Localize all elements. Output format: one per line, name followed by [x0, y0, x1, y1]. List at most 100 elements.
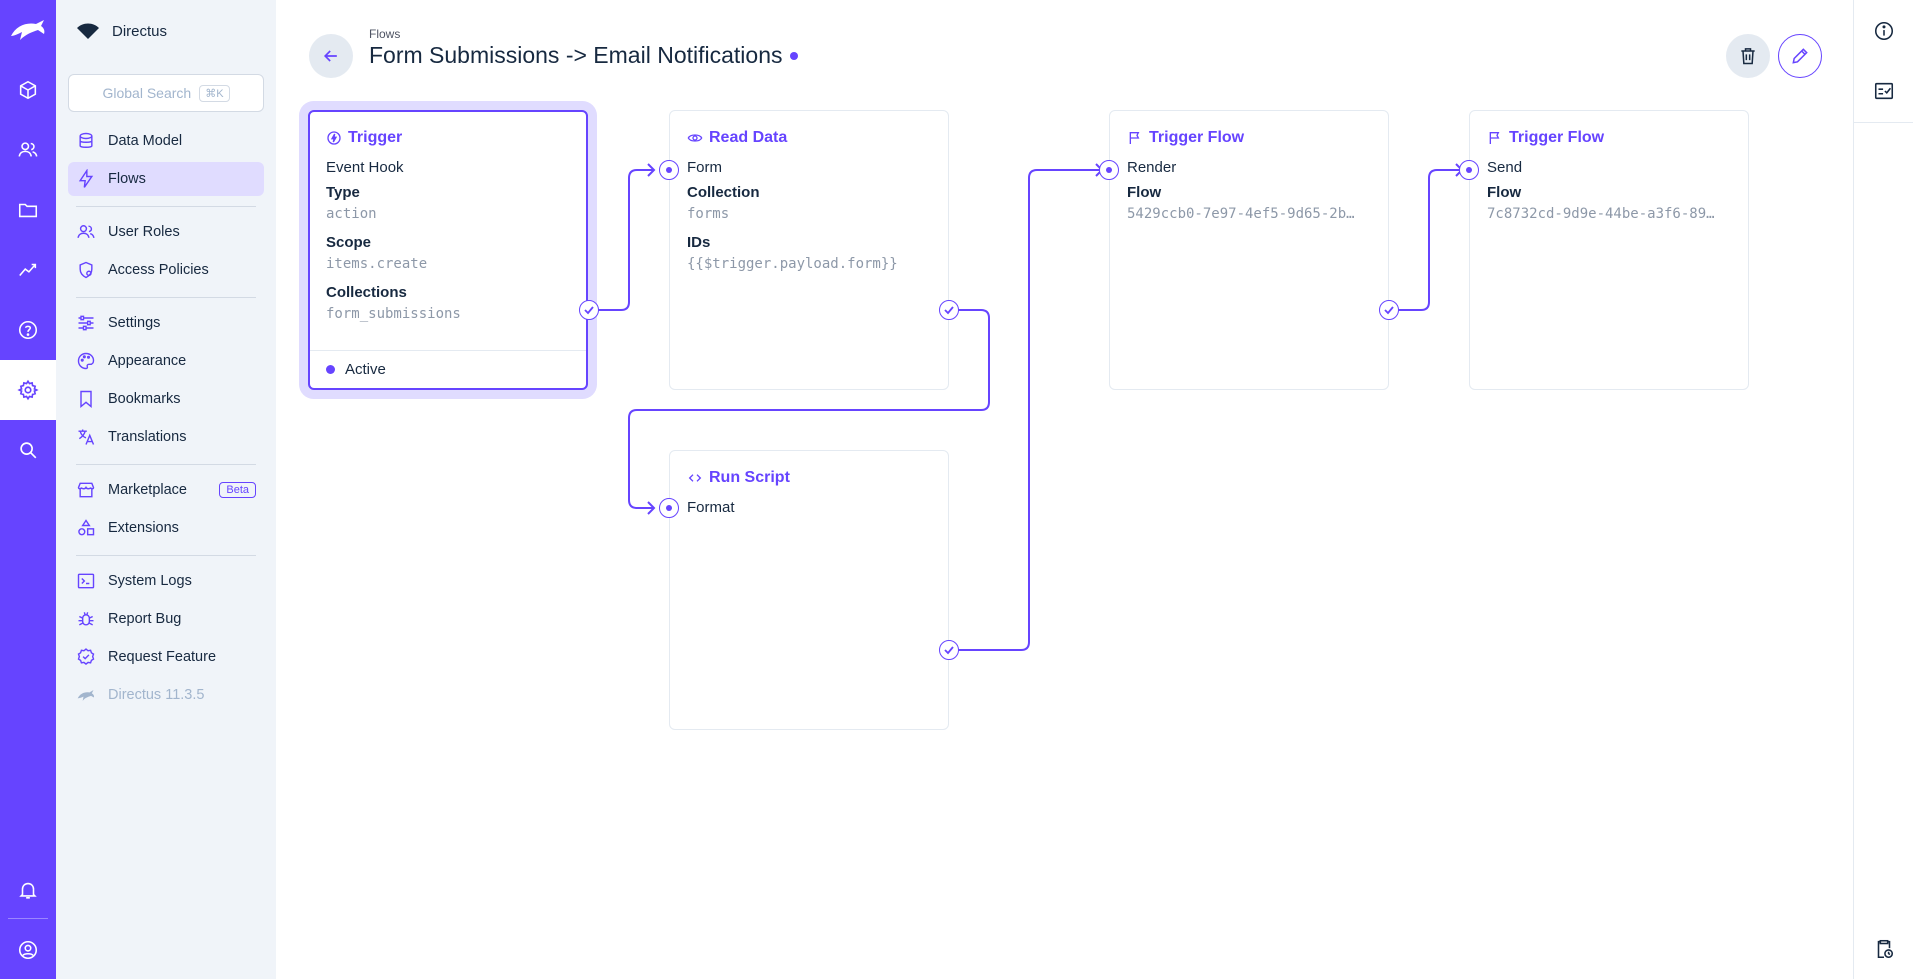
- nav-item-bookmarks[interactable]: Bookmarks: [68, 382, 264, 416]
- edit-button[interactable]: [1778, 34, 1822, 78]
- page-title: Form Submissions -> Email Notifications: [369, 42, 799, 69]
- clipboard-clock-icon[interactable]: [1854, 919, 1913, 979]
- panel-title: Trigger Flow: [1487, 127, 1731, 149]
- nav-item-label: Appearance: [108, 353, 187, 369]
- right-sidebar: [1853, 0, 1913, 979]
- field-value: form_submissions: [326, 306, 461, 322]
- back-button[interactable]: [309, 34, 353, 78]
- nav-item-version[interactable]: Directus 11.3.5: [68, 678, 264, 712]
- panel-title-text: Trigger: [348, 129, 403, 146]
- nav-item-marketplace[interactable]: Marketplace Beta: [68, 473, 264, 507]
- panel-title: Trigger Flow: [1127, 127, 1371, 149]
- field-label: Scope: [326, 234, 372, 251]
- files-module-icon[interactable]: [0, 180, 56, 240]
- connection-trigger-to-read-data: [589, 169, 654, 311]
- nav-item-flows[interactable]: Flows: [68, 162, 264, 196]
- flow-canvas[interactable]: Trigger Event Hook Type action Scope ite…: [276, 0, 1853, 979]
- unsaved-indicator: [790, 51, 799, 60]
- send-input-port[interactable]: [1459, 160, 1479, 180]
- field-value: forms: [687, 206, 730, 222]
- global-search-label: Global Search: [102, 85, 192, 101]
- nav-item-extensions[interactable]: Extensions: [68, 511, 264, 545]
- notifications-bell-icon[interactable]: [0, 860, 56, 920]
- flag-icon: [1129, 132, 1140, 144]
- search-shortcut: ⌘K: [199, 84, 230, 102]
- shield-lock-icon: [79, 261, 93, 279]
- run-script-input-port[interactable]: [659, 498, 679, 518]
- user-avatar-icon[interactable]: [0, 920, 56, 979]
- delete-button[interactable]: [1726, 34, 1770, 78]
- trigger-resolve-port-icon[interactable]: [579, 300, 599, 320]
- nav-item-request-feature[interactable]: Request Feature: [68, 640, 264, 674]
- page-title-text: Form Submissions -> Email Notifications: [369, 42, 783, 68]
- nav-item-label: Marketplace: [108, 482, 187, 498]
- render-resolve-port-icon[interactable]: [1379, 300, 1399, 320]
- nav-item-report-bug[interactable]: Report Bug: [68, 602, 264, 636]
- nav-item-data-model[interactable]: Data Model: [68, 124, 264, 158]
- nav-divider: [76, 464, 256, 465]
- info-icon[interactable]: [1854, 1, 1913, 61]
- field-label: Type: [326, 184, 360, 201]
- panel-title-text: Trigger Flow: [1509, 129, 1605, 146]
- users-module-icon[interactable]: [0, 120, 56, 180]
- nav-item-label: Access Policies: [108, 262, 209, 278]
- palette-icon: [77, 352, 95, 370]
- panel-title: Trigger: [326, 127, 570, 149]
- help-module-icon[interactable]: [0, 300, 56, 360]
- bookmark-icon: [80, 390, 92, 409]
- field-label: Collection: [687, 184, 760, 201]
- trigger-flow-send-panel[interactable]: Trigger Flow Send Flow 7c8732cd-9d9e-44b…: [1469, 110, 1749, 390]
- read-data-panel[interactable]: Read Data Form Collection forms IDs {{$t…: [669, 110, 949, 390]
- global-search-button[interactable]: Global Search ⌘K: [68, 74, 264, 112]
- nav-item-label: Extensions: [108, 520, 179, 536]
- nav-item-label: Directus 11.3.5: [108, 687, 205, 703]
- panel-name: Render: [1127, 159, 1177, 176]
- connection-render-to-send: [1389, 169, 1462, 311]
- status-row[interactable]: Active: [310, 350, 586, 388]
- run-script-resolve-port-icon[interactable]: [939, 640, 959, 660]
- terminal-icon: [77, 573, 95, 589]
- field-value: 5429ccb0-7e97-4ef5-9d65-2b…: [1127, 206, 1355, 222]
- nav-item-user-roles[interactable]: User Roles: [68, 215, 264, 249]
- verified-icon: [77, 648, 95, 665]
- trigger-flow-render-panel[interactable]: Trigger Flow Render Flow 5429ccb0-7e97-4…: [1109, 110, 1389, 390]
- insights-module-icon[interactable]: [0, 240, 56, 300]
- panel-title: Run Script: [687, 467, 931, 489]
- run-script-panel[interactable]: Run Script Format: [669, 450, 949, 730]
- content-module-icon[interactable]: [0, 60, 56, 120]
- settings-module-icon[interactable]: [0, 360, 56, 420]
- trigger-panel[interactable]: Trigger Event Hook Type action Scope ite…: [308, 110, 588, 390]
- panel-title-text: Run Script: [709, 469, 790, 486]
- field-value: {{$trigger.payload.form}}: [687, 256, 898, 272]
- field-value: 7c8732cd-9d9e-44be-a3f6-89…: [1487, 206, 1715, 222]
- search-module-icon[interactable]: [0, 420, 56, 480]
- field-value: items.create: [326, 256, 428, 272]
- directus-rabbit-icon: [77, 690, 95, 701]
- directus-logo-icon[interactable]: [0, 0, 56, 60]
- logs-checklist-icon[interactable]: [1854, 61, 1913, 121]
- nav-item-access-policies[interactable]: Access Policies: [68, 253, 264, 287]
- panel-name: Event Hook: [326, 159, 404, 176]
- field-label: Collections: [326, 284, 407, 301]
- nav-item-system-logs[interactable]: System Logs: [68, 564, 264, 598]
- project-switcher[interactable]: Directus: [56, 0, 276, 62]
- nav-item-appearance[interactable]: Appearance: [68, 344, 264, 378]
- panel-title-text: Trigger Flow: [1149, 129, 1245, 146]
- nav-item-settings[interactable]: Settings: [68, 306, 264, 340]
- bolt-icon: [78, 169, 94, 188]
- read-data-resolve-port-icon[interactable]: [939, 300, 959, 320]
- status-text: Active: [345, 361, 386, 378]
- read-data-input-port[interactable]: [659, 160, 679, 180]
- render-input-port[interactable]: [1099, 160, 1119, 180]
- code-icon: [688, 474, 702, 482]
- nav-item-label: System Logs: [108, 573, 192, 589]
- nav-item-translations[interactable]: Translations: [68, 420, 264, 454]
- pencil-icon: [1792, 48, 1808, 64]
- panel-name: Send: [1487, 159, 1523, 176]
- nav-divider: [76, 555, 256, 556]
- wifi-icon: [77, 23, 99, 39]
- breadcrumb[interactable]: Flows: [369, 27, 401, 41]
- module-divider: [8, 918, 48, 919]
- eye-icon: [687, 134, 703, 142]
- field-label: Flow: [1127, 184, 1162, 201]
